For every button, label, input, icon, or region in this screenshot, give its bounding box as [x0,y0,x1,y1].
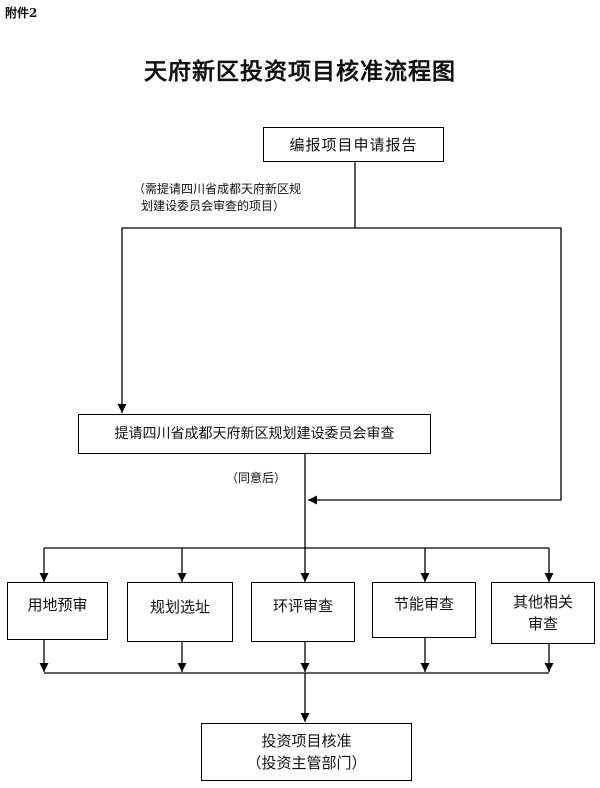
environment-review-box: 环评审查 [251,582,355,642]
energy-review-box: 节能审查 [372,582,476,638]
site-selection-text: 规划选址 [149,598,210,616]
committee-review-text: 提请四川省成都天府新区规划建设委员会审查 [114,426,395,442]
land-review-text: 用地预审 [27,596,88,614]
other-review-text-line2: 审查 [527,615,558,633]
attachment-label: 附件2 [5,6,38,20]
condition-note: （需提请四川省成都天府新区规 划建设委员会审查的项目） [133,181,301,215]
project-approval-text-line2: （投资主管部门） [246,754,367,772]
other-review-text-line1: 其他相关 [512,593,573,611]
energy-review-text: 节能审查 [393,595,454,613]
other-review-box: 其他相关 审查 [491,582,595,644]
connector-right-branch [308,227,562,505]
condition-note-line1: （需提请四川省成都天府新区规 [133,182,302,196]
agreed-note: （同意后） [226,471,287,485]
committee-review-box: 提请四川省成都天府新区规划建设委员会审查 [78,414,431,454]
project-approval-box: 投资项目核准 （投资主管部门） [201,723,412,781]
connector-left-branch [117,227,355,413]
compile-report-text: 编报项目申请报告 [289,135,418,154]
project-approval-text-line1: 投资项目核准 [261,732,352,750]
site-selection-box: 规划选址 [127,582,233,642]
compile-report-box: 编报项目申请报告 [263,127,444,162]
environment-review-text: 环评审查 [272,597,333,615]
condition-note-line2: 划建设委员会审查的项目） [141,199,286,213]
land-review-box: 用地预审 [7,582,108,640]
page-title: 天府新区投资项目核准流程图 [144,59,456,85]
